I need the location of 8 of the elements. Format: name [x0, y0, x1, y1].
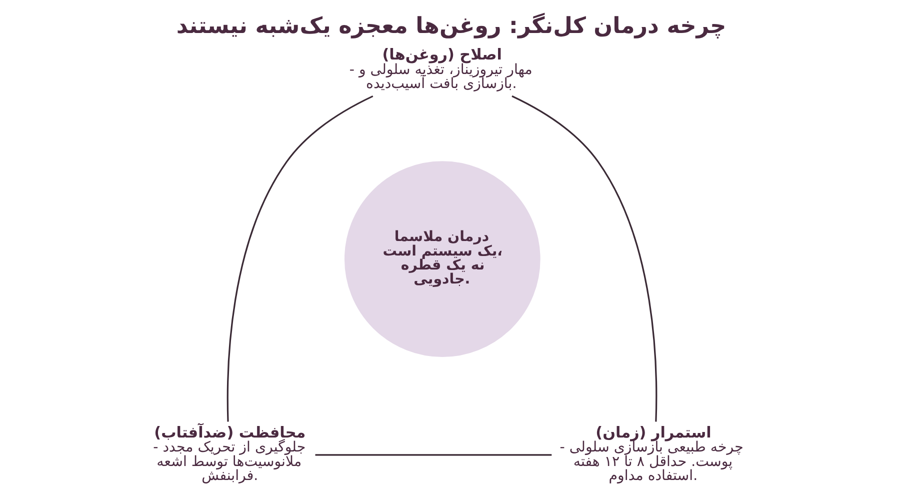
diagram-title: چرخه درمان کل‌نگر: روغن‌ها معجزه یک‌شبه نیستند — [176, 12, 726, 39]
connector — [226, 95, 373, 422]
connector — [314, 454, 552, 456]
node-text: محافظت (ضدآفتاب) - جلوگیری از تحریک مجدد ملانوسیت‌ها توسط اشعه فرابنفش. — [152, 423, 306, 484]
connector — [511, 95, 657, 422]
node-text: اصلاح (روغن‌ها) - مهار تیروزیناز، تغذیه سلولی و بازسازی بافت آسیب‌دیده. — [348, 46, 532, 92]
node-text: استمرار (زمان) - چرخه طبیعی بازسازی سلولی پوست. حداقل ۸ تا ۱۲ هفته استفاده مداوم. — [559, 423, 743, 484]
node-circle: درمان ملاسما یک سیستم است، نه یک قطره جادویی. — [344, 161, 540, 358]
